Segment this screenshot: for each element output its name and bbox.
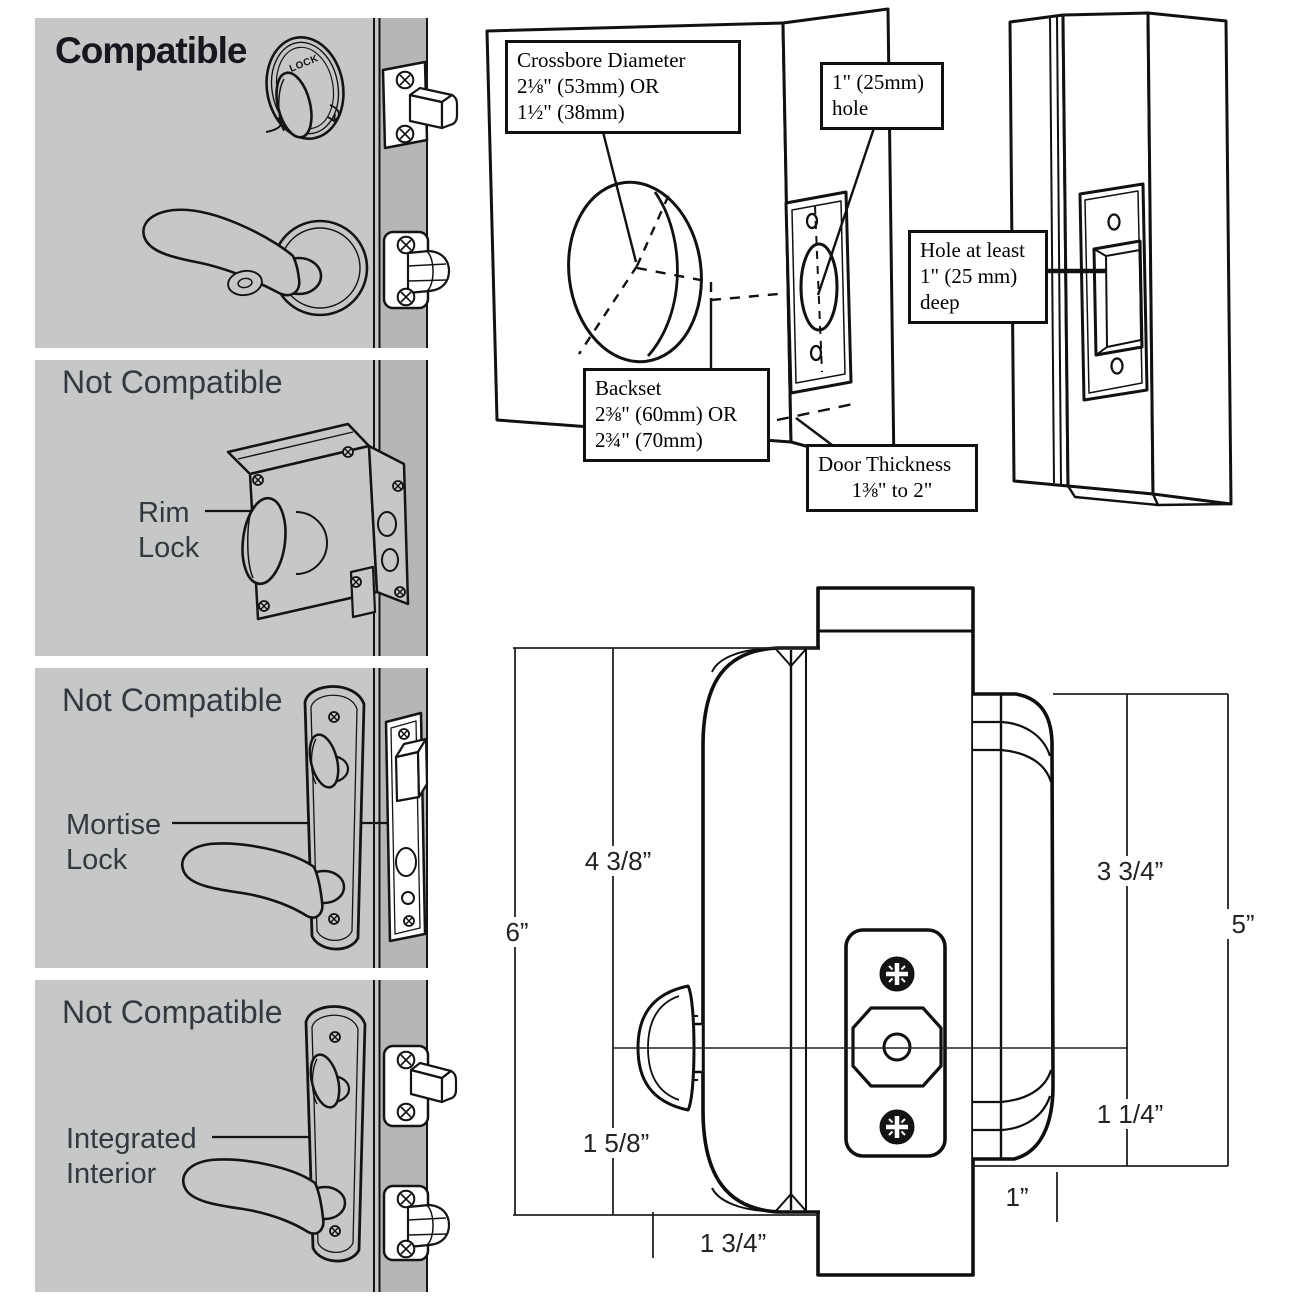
dim-top-to-centerline: 4 3/8”	[579, 846, 657, 876]
compatible-lever-illustration	[142, 208, 369, 317]
integrated-interior-label: Integrated Interior	[66, 1123, 197, 1190]
dim-interior-total-height: 6”	[500, 917, 534, 947]
callout-crossbore-diameter: Crossbore Diameter 2⅛" (53mm) OR 1½" (38…	[505, 40, 741, 135]
mortise-lock-illustration	[172, 685, 429, 951]
panel-title-compatible: Compatible	[55, 30, 247, 71]
mortise-lock-label: Mortise Lock	[66, 809, 162, 876]
panel-title-not-compatible-integrated: Not Compatible	[62, 994, 283, 1030]
panel-title-not-compatible-rim: Not Compatible	[62, 364, 283, 400]
callout-door-thickness: Door Thickness 1⅜" to 2"	[806, 444, 978, 513]
door-edge-diagram	[1008, 11, 1233, 507]
rim-lock-illustration	[205, 422, 410, 621]
callout-1-inch-hole: 1" (25mm) hole	[820, 62, 944, 131]
dim-exterior-projection: 1”	[1000, 1182, 1034, 1212]
dim-exterior-centerline-to-bottom: 1 1/4”	[1091, 1099, 1169, 1129]
panel-title-not-compatible-mortise: Not Compatible	[62, 682, 283, 718]
dim-centerline-to-bottom: 1 5/8”	[577, 1128, 655, 1158]
dim-exterior-top-to-centerline: 3 3/4”	[1091, 856, 1169, 886]
dim-interior-projection: 1 3/4”	[694, 1228, 772, 1258]
compatible-spring-latch	[382, 230, 451, 310]
rim-lock-label: Rim Lock	[138, 497, 200, 564]
dim-exterior-total-height: 5”	[1226, 909, 1260, 939]
panel-backgrounds	[35, 18, 428, 1292]
lock-dimension-diagram	[636, 586, 1055, 1277]
compatible-deadbolt-latch	[381, 60, 459, 150]
callout-backset: Backset 2⅜" (60mm) OR 2¾" (70mm)	[583, 368, 770, 463]
callout-hole-depth: Hole at least 1" (25 mm) deep	[908, 230, 1048, 325]
integrated-interior-illustration	[182, 1005, 458, 1263]
